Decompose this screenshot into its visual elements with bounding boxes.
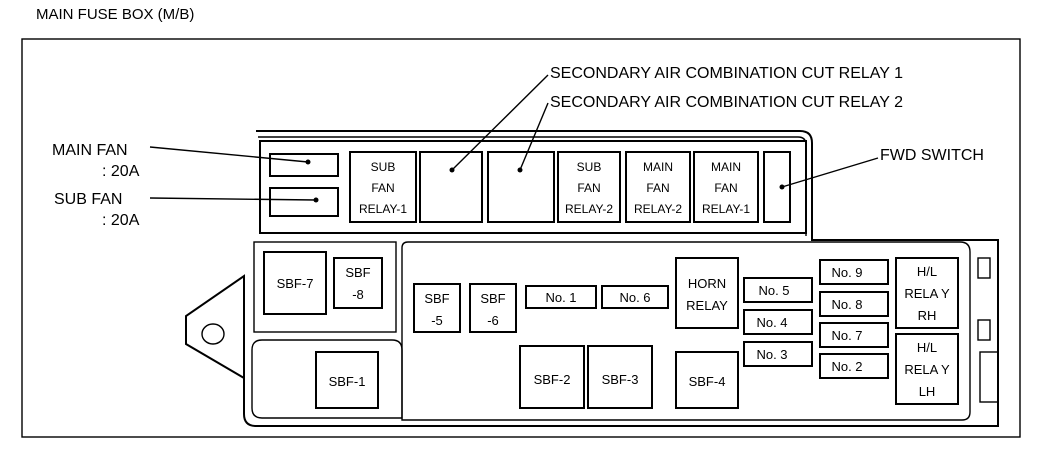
fuse-no-7 xyxy=(819,322,889,348)
hl-relay-lh xyxy=(895,333,959,405)
hl-relay-lh-line1: H/L xyxy=(917,340,937,355)
fuse-no-2-label: No. 2 xyxy=(831,359,862,374)
fuse-no-8 xyxy=(819,291,889,317)
dot-fwd-switch xyxy=(779,184,785,190)
hl-relay-rh-line1: H/L xyxy=(917,264,937,279)
fuse-no-9-label: No. 9 xyxy=(831,265,862,280)
dot-sub-fan xyxy=(313,197,319,203)
leader-sec-air-2 xyxy=(519,102,549,171)
callout-main-fan-rating: : 20A xyxy=(102,163,140,180)
sbf-1 xyxy=(315,351,379,409)
sbf-7 xyxy=(263,251,327,315)
main-fan-relay-2-line1: MAIN xyxy=(643,160,673,174)
main-fan-fuse xyxy=(269,153,339,177)
outer-frame xyxy=(21,38,1021,438)
sub-fan-relay-2-line3: RELAY-2 xyxy=(565,202,613,216)
fuse-no-9 xyxy=(819,259,889,285)
callout-sub-fan: SUB FAN xyxy=(54,191,122,208)
sub-fan-relay-2-line1: SUB xyxy=(577,160,602,174)
main-fan-relay-2-line3: RELAY-2 xyxy=(634,202,682,216)
fuse-no-7-label: No. 7 xyxy=(831,328,862,343)
fuse-no-8-label: No. 8 xyxy=(831,297,862,312)
main-fan-relay-1-line3: RELAY-1 xyxy=(702,202,750,216)
leader-sub-fan xyxy=(149,197,317,201)
fuse-no-1 xyxy=(525,285,597,309)
sbf-5-line2: -5 xyxy=(431,313,443,328)
sbf-2-label: SBF-2 xyxy=(534,372,571,387)
sbf-7-label: SBF-7 xyxy=(277,276,314,291)
bottom-left-block xyxy=(251,339,403,419)
sub-fan-relay-1 xyxy=(349,151,417,223)
main-fan-relay-1-line1: MAIN xyxy=(711,160,741,174)
relay-section xyxy=(259,140,807,234)
sub-fan-relay-2 xyxy=(557,151,621,223)
sbf-5-line1: SBF xyxy=(424,291,449,306)
callout-fwd-switch: FWD SWITCH xyxy=(880,147,984,164)
sbf-6-line2: -6 xyxy=(487,313,499,328)
secondary-air-relay-2 xyxy=(487,151,555,223)
fuse-no-3 xyxy=(743,341,813,367)
mounting-hole xyxy=(201,323,225,345)
fuse-no-2 xyxy=(819,353,889,379)
main-lower-block xyxy=(401,241,971,421)
sbf-6 xyxy=(469,283,517,333)
sbf-8-line2: -8 xyxy=(352,287,364,302)
hl-relay-lh-line3: LH xyxy=(919,384,936,399)
callout-main-fan: MAIN FAN xyxy=(52,142,128,159)
sbf-8 xyxy=(333,257,383,309)
horn-relay xyxy=(675,257,739,329)
sbf-5 xyxy=(413,283,461,333)
dot-main-fan xyxy=(305,159,311,165)
sub-fan-relay-1-line2: FAN xyxy=(371,181,394,195)
sub-fan-fuse xyxy=(269,187,339,217)
hl-relay-rh-line3: RH xyxy=(918,308,937,323)
leader-main-fan xyxy=(149,146,309,163)
main-fan-relay-2 xyxy=(625,151,691,223)
leader-sec-air-1 xyxy=(451,74,549,171)
callout-sub-fan-rating: : 20A xyxy=(102,212,140,229)
hl-relay-rh xyxy=(895,257,959,329)
hl-relay-rh-line2: RELA Y xyxy=(904,286,950,301)
diagram-title: MAIN FUSE BOX (M/B) xyxy=(36,6,194,23)
right-tab-lower xyxy=(979,351,999,403)
dot-sec-air-1 xyxy=(449,167,455,173)
right-tab-upper xyxy=(977,257,991,279)
sub-fan-relay-1-line3: RELAY-1 xyxy=(359,202,407,216)
fwd-switch xyxy=(763,151,791,223)
sbf-7-8-block xyxy=(253,241,397,333)
fuse-no-5 xyxy=(743,277,813,303)
sub-fan-relay-1-line1: SUB xyxy=(371,160,396,174)
fuse-no-4 xyxy=(743,309,813,335)
main-fan-relay-1 xyxy=(693,151,759,223)
fuse-no-6-label: No. 6 xyxy=(619,290,650,305)
fuse-no-6 xyxy=(601,285,669,309)
main-fan-relay-2-line2: FAN xyxy=(646,181,669,195)
sbf-3-label: SBF-3 xyxy=(602,372,639,387)
horn-relay-line2: RELAY xyxy=(686,298,728,313)
hl-relay-lh-line2: RELA Y xyxy=(904,362,950,377)
right-tab-middle xyxy=(977,319,991,341)
sub-fan-relay-2-line2: FAN xyxy=(577,181,600,195)
sbf-4-label: SBF-4 xyxy=(689,374,726,389)
sbf-8-line1: SBF xyxy=(345,265,370,280)
sbf-1-label: SBF-1 xyxy=(329,374,366,389)
fuse-no-4-label: No. 4 xyxy=(756,315,787,330)
fuse-no-3-label: No. 3 xyxy=(756,347,787,362)
main-fan-relay-1-line2: FAN xyxy=(714,181,737,195)
sbf-6-line1: SBF xyxy=(480,291,505,306)
fuse-no-5-label: No. 5 xyxy=(758,283,789,298)
dot-sec-air-2 xyxy=(517,167,523,173)
sbf-2 xyxy=(519,345,585,409)
leader-fwd-switch xyxy=(781,157,879,188)
callout-secondary-air-relay-2: SECONDARY AIR COMBINATION CUT RELAY 2 xyxy=(550,94,903,111)
horn-relay-line1: HORN xyxy=(688,276,726,291)
callout-secondary-air-relay-1: SECONDARY AIR COMBINATION CUT RELAY 1 xyxy=(550,65,903,82)
housing-outline xyxy=(185,130,999,427)
sbf-3 xyxy=(587,345,653,409)
secondary-air-relay-1 xyxy=(419,151,483,223)
sbf-4 xyxy=(675,351,739,409)
fuse-no-1-label: No. 1 xyxy=(545,290,576,305)
